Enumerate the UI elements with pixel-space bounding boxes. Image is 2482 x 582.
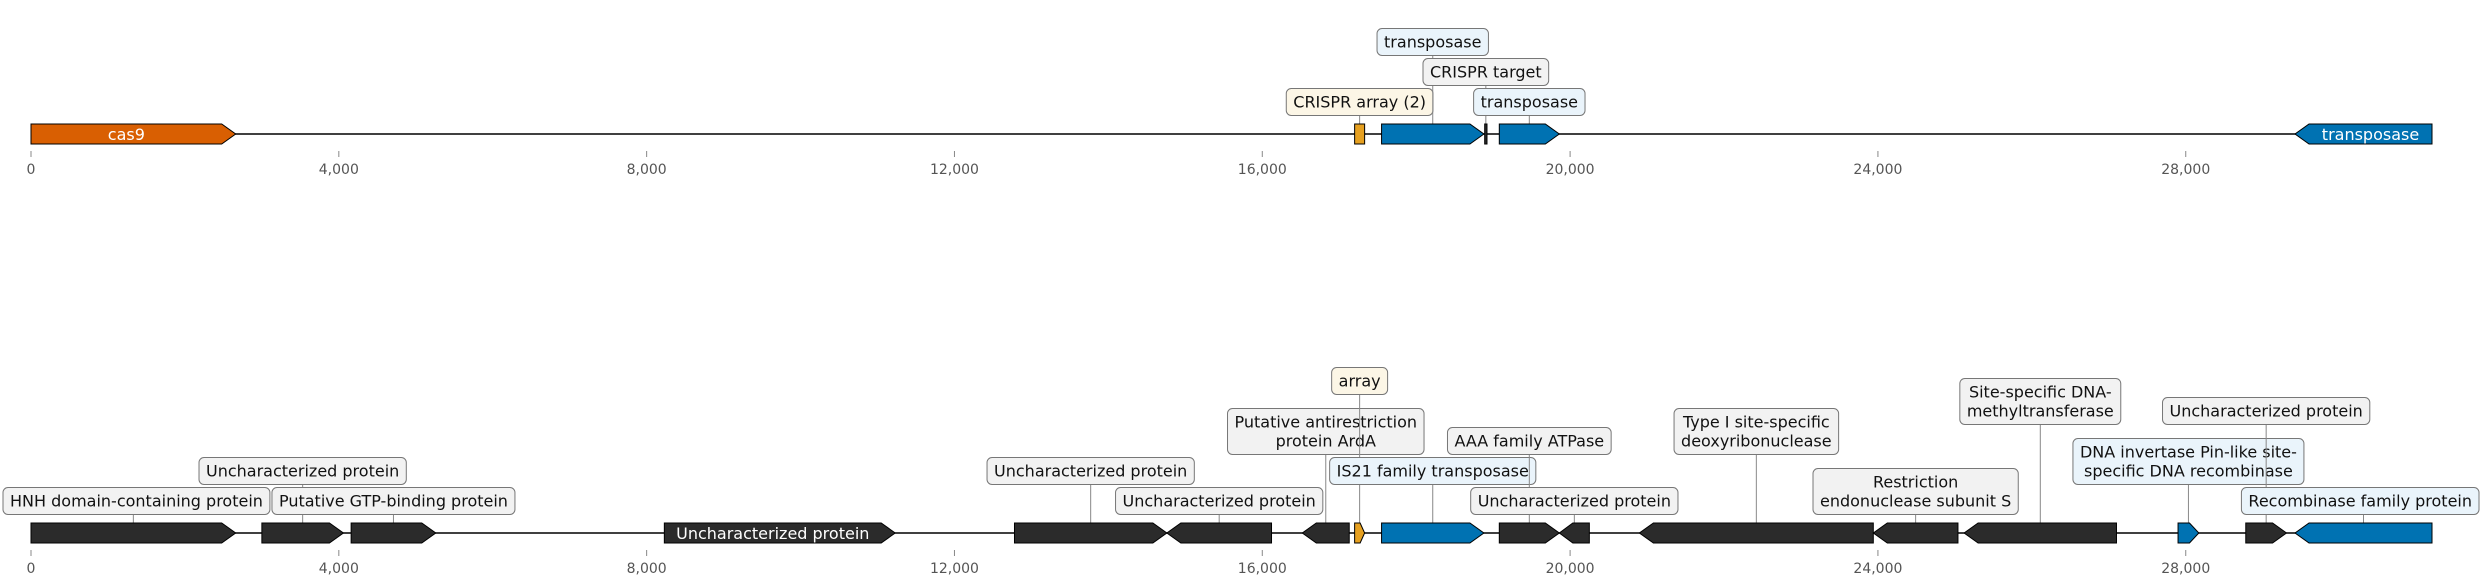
gene-feature-crispr[interactable] [1354,123,1366,145]
gene-feature-transposase[interactable] [1381,522,1485,544]
axis-tick-label: 28,000 [2161,561,2210,577]
gene-feature-other[interactable] [1498,522,1561,544]
gene-label-box [1673,408,1840,455]
axis-tick-label: 24,000 [1853,162,1902,178]
gene-label-box [2,487,271,515]
axis-tick-label: 16,000 [1238,162,1287,178]
gene-feature-other[interactable] [261,522,345,544]
gene-inner-label: Uncharacterized protein [676,524,869,543]
gene-label: Uncharacterized protein [206,462,399,481]
gene-label-box [1376,28,1489,56]
gene-label-box [1227,408,1425,455]
gene-label: IS21 family transposase [1337,462,1529,481]
gene-feature-transposase[interactable] [2294,123,2433,145]
gene-label: transposase [1384,33,1481,52]
track-top: 0 4,000 8,000 12,000 16,000 20,000 24,000 28,00… [27,28,2433,178]
gene-label-box [2162,397,2371,425]
gene-label-box [198,457,407,485]
gene-label: Site-specific DNA-methyltransferase [1967,383,2114,421]
axis-tick-label: 8,000 [627,561,667,577]
axis-tick-label: 16,000 [1238,561,1287,577]
axis-tick-label: 8,000 [627,162,667,178]
gene-label: AAA family ATPase [1454,432,1604,451]
gene-feature-other[interactable] [30,522,237,544]
gene-feature-other[interactable] [1013,522,1168,544]
gene-feature-other[interactable] [350,522,437,544]
gene-label: Uncharacterized protein [1478,492,1671,511]
gene-label: Putative GTP-binding protein [279,492,508,511]
gene-label: Uncharacterized protein [994,462,1187,481]
gene-label-box [1331,367,1389,395]
gene-feature-other[interactable] [663,522,897,544]
axis-tick-label: 24,000 [1853,561,1902,577]
gene-label: Uncharacterized protein [2170,402,2363,421]
gene-label-box [2240,487,2480,515]
gene-label: Uncharacterized protein [1123,492,1316,511]
gene-label-box [271,487,516,515]
axis-tick-label: 0 [27,561,36,577]
gene-feature-other[interactable] [1484,123,1488,145]
gene-feature-other[interactable] [1872,522,1959,544]
gene-label: HNH domain-containing protein [10,492,263,511]
gene-label-box [1115,487,1324,515]
gene-label: CRISPR array (2) [1293,93,1426,112]
gene-label: transposase [1481,93,1578,112]
gene-feature-transposase[interactable] [2294,522,2433,544]
gene-feature-transposase[interactable] [2177,522,2200,544]
gene-feature-other[interactable] [1963,522,2117,544]
gene-feature-transposase[interactable] [1381,123,1485,145]
gene-label-box [986,457,1195,485]
gene-inner-label: cas9 [108,125,145,144]
axis-tick-label: 20,000 [1546,561,1595,577]
axis-tick-label: 4,000 [319,162,359,178]
gene-label: Recombinase family protein [2248,492,2472,511]
axis-tick-label: 20,000 [1546,162,1595,178]
gene-feature-other[interactable] [1638,522,1874,544]
track-bottom: 0 4,000 8,000 12,000 16,000 20,000 24,000 28,00… [2,367,2480,577]
gene-feature-other[interactable] [1165,522,1273,544]
axis-tick-label: 28,000 [2161,162,2210,178]
axis-tick-label: 0 [27,162,36,178]
gene-label-box [1473,88,1586,116]
gene-label-box [1329,457,1537,485]
gene-feature-other[interactable] [1301,522,1350,544]
gene-label: array [1339,372,1381,391]
label-layer: HNH domain-containing protein Uncharacter… [2,367,2480,523]
gene-label-box [2072,438,2305,485]
gene-feature-other[interactable] [2245,522,2288,544]
axis-tick-label: 12,000 [930,561,979,577]
gene-label-box [1470,487,1679,515]
gene-feature-cas9[interactable] [30,123,237,145]
gene-inner-label: transposase [2322,125,2419,144]
gene-label: CRISPR target [1430,63,1542,82]
gene-label-box [1959,378,2122,425]
gene-label-box [1812,468,2019,515]
gene-feature-other[interactable] [1558,522,1590,544]
gene-feature-crispr[interactable] [1354,522,1366,544]
gene-label-box [1446,427,1612,455]
axis-tick-label: 4,000 [319,561,359,577]
axis-tick-label: 12,000 [930,162,979,178]
gene-label-box [1422,58,1550,86]
gene-label: DNA invertase Pin-like site-specific DNA… [2080,443,2297,481]
gene-feature-transposase[interactable] [1498,123,1561,145]
